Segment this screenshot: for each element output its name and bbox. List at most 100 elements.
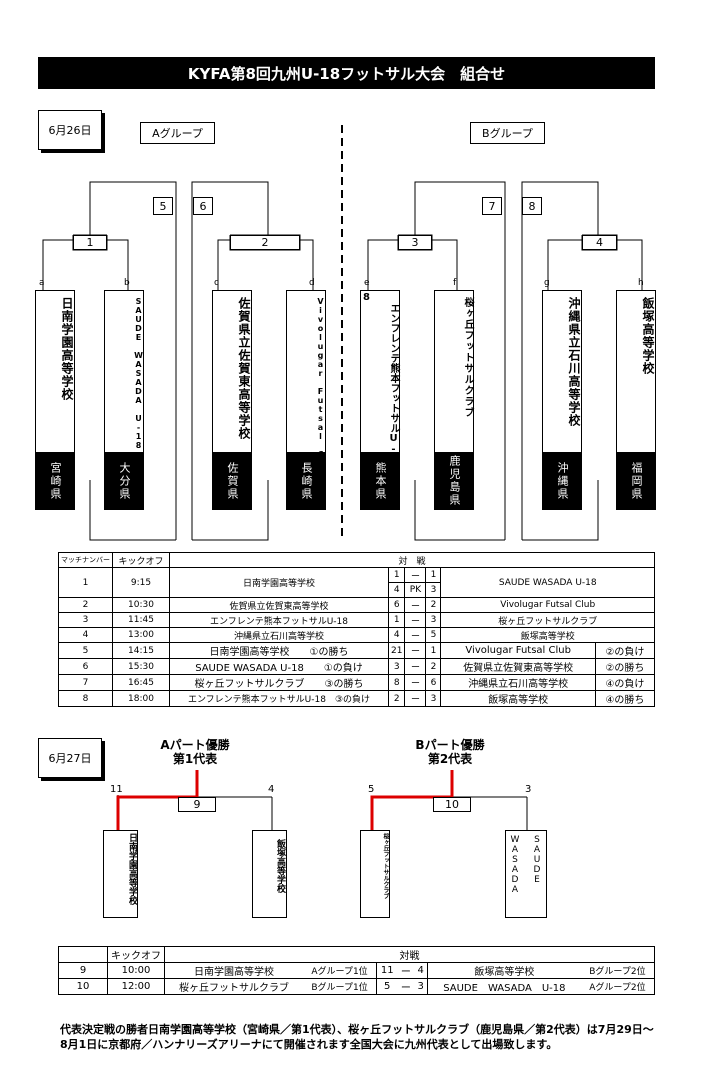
team-pref: 福岡県: [616, 452, 656, 510]
b-rep: 第2代表: [427, 752, 473, 766]
row-home-name: SAUDE WASADA U-18: [195, 663, 304, 674]
row-time: 15:30: [112, 658, 170, 675]
row-as: 4: [414, 962, 428, 979]
row-no: 6: [58, 658, 113, 675]
row-home: 佐賀県立佐賀東高等学校: [169, 597, 389, 613]
a-rep: 第1代表: [172, 752, 218, 766]
row-dash: ー: [404, 674, 427, 691]
row-time: 9:15: [112, 567, 170, 598]
team-name: 日南学園高等学校: [127, 833, 137, 905]
row-home: 日南学園高等学校: [169, 567, 389, 598]
footer-note: 代表決定戦の勝者日南学園高等学校（宮崎県／第1代表）、桜ヶ丘フットサルクラブ（鹿…: [60, 1023, 654, 1051]
team-name-part2: SAUDE: [532, 835, 542, 885]
team-name-part1: WASADA: [510, 835, 520, 895]
team-name: エンフレンテ熊本フットサルU-18: [388, 303, 399, 477]
team-pref: 熊本県: [360, 452, 400, 510]
row-dash: ー: [404, 642, 427, 659]
team-box-c: 佐賀県立佐賀東高等学校 佐賀県: [212, 290, 252, 510]
row-away-tag: ②の勝ち: [594, 658, 656, 675]
row-hs: 6: [387, 597, 406, 613]
row-home: エンフレンテ熊本フットサルU-18: [169, 612, 389, 628]
match-number-1: 1: [73, 235, 107, 250]
row-away: 飯塚高等学校: [440, 627, 655, 643]
score-right-9: 4: [268, 784, 275, 795]
match-number-3: 3: [398, 235, 432, 250]
b-winner-label: Bパート優勝 第2代表: [405, 738, 495, 766]
row-as: 6: [425, 674, 442, 691]
row-away: 佐賀県立佐賀東高等学校: [440, 658, 596, 675]
row-as: 5: [425, 627, 442, 643]
row-away: SAUDE WASADA U-18: [426, 978, 581, 995]
row-away-tag: ④の勝ち: [594, 690, 656, 707]
row-home-tag: Bグループ1位: [302, 978, 378, 995]
team-name: 飯塚高等学校: [275, 839, 285, 893]
team-name: Vivolugar Futsal Club: [316, 297, 325, 486]
row-as: 2: [425, 658, 442, 675]
match-number-4: 4: [582, 235, 617, 250]
row-as: 3: [425, 612, 442, 628]
team-pref: 沖縄県: [542, 452, 582, 510]
final-team-b1: 桜ヶ丘フットサルクラブ: [360, 830, 390, 918]
row-no: 4: [58, 627, 113, 643]
header-versus: 対 戦: [169, 552, 655, 568]
row-hs: 1: [387, 567, 406, 583]
row-away-tag: ④の負け: [594, 674, 656, 691]
row-home: エンフレンテ熊本フットサルU-18 ③の負け: [169, 690, 389, 707]
row-dash: ー: [404, 658, 427, 675]
row-away: 飯塚高等学校: [440, 690, 596, 707]
match-number-9: 9: [178, 797, 216, 812]
row-as: 3: [425, 690, 442, 707]
row-away-tag: ②の負け: [595, 642, 656, 659]
team-name: 桜ヶ丘フットサルクラブ: [382, 833, 389, 899]
row-no: 2: [58, 597, 113, 613]
score-left-10: 5: [368, 784, 375, 795]
team-name: 佐賀県立佐賀東高等学校: [237, 297, 251, 440]
team-box-e: 8 エンフレンテ熊本フットサルU-18 熊本県: [360, 290, 400, 510]
match-number-7: 7: [482, 197, 502, 215]
row-as: 3: [414, 978, 428, 995]
row-hs2: 4: [387, 582, 406, 598]
row-away-tag: Bグループ2位: [580, 962, 655, 979]
row-time: 12:00: [107, 978, 165, 995]
row-away: 桜ヶ丘フットサルクラブ: [440, 612, 655, 628]
header-match: マッチナンバー: [58, 552, 113, 568]
row-home-tag: ①の勝ち: [309, 647, 349, 658]
row-hs: 3: [387, 658, 406, 675]
row-dash: ー: [404, 612, 427, 628]
row-hs: 1: [387, 612, 406, 628]
score-right-10: 3: [525, 784, 532, 795]
row-time: 16:45: [112, 674, 170, 691]
b-winner-title: Bパート優勝: [415, 738, 485, 752]
row-away-tag: Aグループ2位: [580, 978, 655, 995]
team-pref: 大分県: [104, 452, 144, 510]
row-time: 10:30: [112, 597, 170, 613]
row-hs: 21: [387, 642, 406, 659]
final-team-a2: WASADA SAUDE: [505, 830, 547, 918]
row-hs: 11: [376, 962, 398, 979]
row-time: 14:15: [112, 642, 170, 659]
row-no: 3: [58, 612, 113, 628]
row-away: 飯塚高等学校: [426, 962, 581, 979]
row-home-name: 桜ヶ丘フットサルクラブ: [194, 679, 305, 690]
row-time: 13:00: [112, 627, 170, 643]
team-box-h: 飯塚高等学校 福岡県: [616, 290, 656, 510]
header-blank: [58, 946, 108, 963]
team-box-g: 沖縄県立石川高等学校 沖縄県: [542, 290, 582, 510]
row-home: 桜ヶ丘フットサルクラブ: [163, 978, 303, 995]
score-left-9: 11: [110, 784, 123, 795]
team-box-d: Vivolugar Futsal Club 長崎県: [286, 290, 326, 510]
row-away: Vivolugar Futsal Club: [440, 597, 655, 613]
row-hs: 4: [387, 627, 406, 643]
row-home-name: 日南学園高等学校: [209, 647, 290, 658]
a-winner-title: Aパート優勝: [160, 738, 230, 752]
row-no: 8: [58, 690, 113, 707]
row-time: 10:00: [107, 962, 165, 979]
team-name: 沖縄県立石川高等学校: [567, 297, 581, 427]
row-as: 1: [425, 567, 442, 583]
row-home-tag: ③の勝ち: [324, 679, 364, 690]
team-pref: 宮崎県: [35, 452, 75, 510]
row-home-tag: ①の負け: [323, 663, 363, 674]
match-number-8: 8: [522, 197, 542, 215]
date-day2: 6月27日: [38, 738, 102, 778]
